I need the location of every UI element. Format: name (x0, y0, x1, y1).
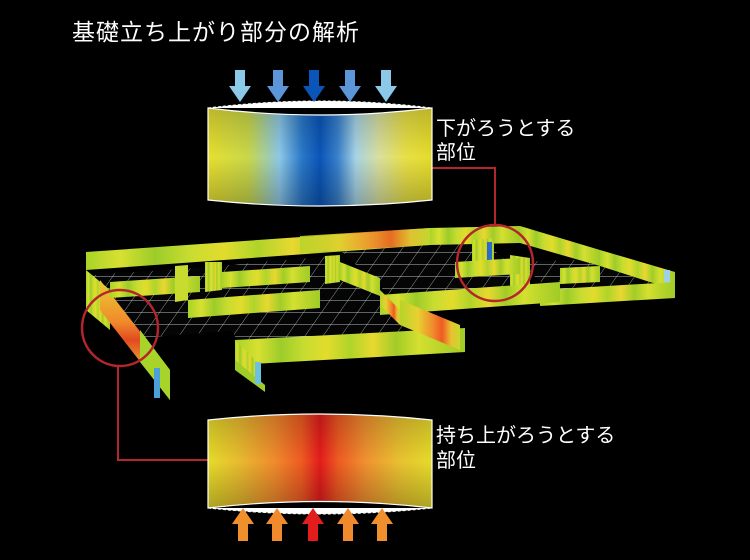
callout-line-lifting (117, 366, 208, 461)
wall-far-right (600, 250, 675, 290)
lifting-label-line1: 持ち上がろうとする (436, 423, 616, 447)
wall-back-right (430, 226, 520, 245)
wall-interior-10 (455, 258, 520, 278)
wall-interior-2 (175, 265, 188, 302)
arrow-up-icon (232, 508, 393, 541)
callout-circle-lifting (80, 288, 160, 368)
wall-interior-6 (340, 262, 380, 296)
wall-right-upper (520, 226, 600, 266)
lifting-label-line2: 部位 (436, 448, 476, 472)
foundation-plan (80, 223, 675, 400)
sinking-label-line2: 部位 (436, 140, 476, 164)
sinking-label-line1: 下がろうとする (436, 116, 576, 140)
wall-front-lower (235, 328, 465, 365)
arrow-down-icon (229, 70, 397, 102)
wall-interior-3 (205, 262, 222, 292)
wall-far-right-front (540, 282, 675, 306)
wall-interior-4 (222, 266, 310, 288)
lifting-section-zoom (207, 413, 433, 515)
callout-line-sinking (432, 167, 496, 225)
wall-front-lower-side (235, 340, 260, 385)
wall-interior-5 (325, 255, 340, 284)
page-title: 基礎立ち上がり部分の解析 (72, 20, 360, 46)
wall-interior-11 (560, 266, 600, 284)
wall-interior-7 (188, 290, 320, 318)
wall-front-center (380, 282, 560, 315)
wall-interior-8 (380, 290, 400, 325)
sinking-section-zoom (207, 100, 433, 207)
wall-interior-9 (400, 300, 460, 350)
